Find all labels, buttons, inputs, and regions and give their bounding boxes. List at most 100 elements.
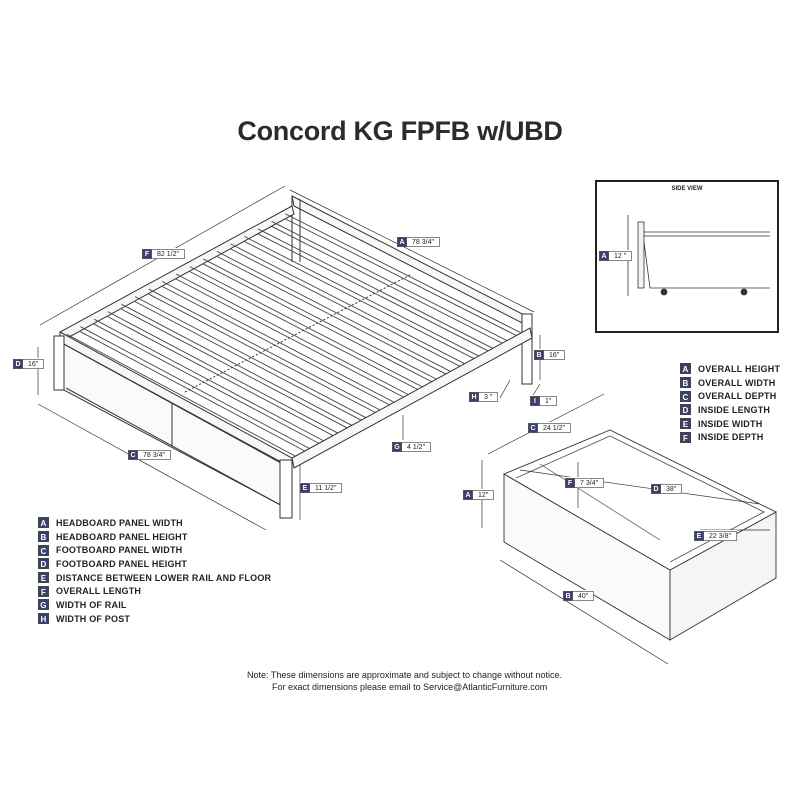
dim-value: 12" [473, 489, 495, 500]
dim-value: 16" [23, 358, 45, 369]
dim-value: 82 1/2" [152, 248, 185, 259]
dim-value: 78 3/4" [138, 449, 171, 460]
legend-letter: C [680, 390, 691, 402]
dim-letter: F [565, 477, 575, 488]
bed-slat-edge [257, 228, 496, 350]
legend-letter: C [38, 544, 49, 556]
bed-slat-edge [189, 271, 426, 394]
dim-letter: D [13, 358, 23, 369]
bed-slat-edge [271, 225, 510, 348]
bed-slat-edge [175, 273, 412, 397]
dim-letter: H [469, 391, 479, 402]
dim-value: 1" [540, 395, 558, 406]
bed-slat-edge [162, 286, 398, 410]
legend-letter: B [38, 531, 49, 543]
bed-slat-edge [162, 281, 398, 405]
dim-letter: B [534, 349, 544, 360]
dim-value: 78 3/4" [407, 236, 440, 247]
legend-label: OVERALL WIDTH [698, 377, 776, 388]
dim-value: 38" [661, 483, 683, 494]
dim-label-post-width: H 3 " [469, 391, 499, 402]
bed-slat-edge [134, 296, 370, 420]
legend-label: OVERALL LENGTH [56, 586, 142, 597]
dim-letter: C [528, 422, 538, 433]
legend-label: WIDTH OF POST [56, 613, 131, 624]
note-line-2: For exact dimensions please email to Ser… [272, 682, 548, 692]
dim-label-headboard-height: B 16" [534, 349, 566, 360]
dim-letter: B [563, 590, 573, 601]
headboard-post-right-box [521, 313, 533, 385]
legend-letter: D [680, 404, 691, 416]
dim-letter: C [128, 449, 138, 460]
drawer-label-inside-depth: F 7 3/4" [565, 477, 605, 488]
dim-label-overall-length: F 82 1/2" [142, 248, 185, 259]
bed-slat-edge [121, 308, 356, 433]
bed-slat-edge [216, 256, 454, 379]
dim-label-headboard-width: A 78 3/4" [397, 236, 440, 247]
dim-letter: E [694, 530, 704, 541]
dim-label-rail-width: G 4 1/2" [392, 441, 432, 452]
bed-slat-edge [284, 218, 524, 340]
foot-post-right [279, 459, 293, 519]
legend-label: INSIDE WIDTH [698, 418, 763, 429]
dim-value: 11 1/2" [310, 482, 343, 493]
legend-letter: H [38, 613, 49, 625]
bed-slat-edge [107, 311, 342, 436]
footboard-lower-line [65, 387, 287, 509]
drawer-label-inside-length: D 38" [651, 483, 683, 494]
legend-letter: A [680, 363, 691, 375]
bed-frame-drawing [53, 195, 533, 519]
disclaimer-note: Note: These dimensions are approximate a… [247, 669, 562, 693]
bed-slat-edge [80, 331, 314, 456]
dim-value: 22 3/8" [704, 530, 737, 541]
bed-slat-edge [148, 293, 384, 417]
bed-slat-edge [203, 263, 440, 386]
side-view-height-label: A 12 " [599, 250, 633, 261]
legend-label: INSIDE DEPTH [698, 432, 764, 443]
legend-letter: E [38, 572, 49, 584]
dim-letter: F [142, 248, 152, 259]
bed-slat-edge [230, 243, 468, 366]
bed-slat-edge [257, 233, 496, 355]
bed-slat-edge [189, 266, 426, 389]
dim-letter: A [397, 236, 407, 247]
dim-letter: G [392, 441, 402, 452]
bed-slat-edge [93, 318, 328, 443]
legend-label: WIDTH OF RAIL [56, 599, 127, 610]
dim-value: 24 1/2" [538, 422, 571, 433]
foot-post-left [53, 335, 65, 391]
right-side-rail [291, 327, 533, 469]
bed-slat-edge [230, 248, 468, 371]
legend-item: F INSIDE DEPTH [680, 430, 780, 444]
note-line-1: Note: These dimensions are approximate a… [247, 670, 563, 680]
bed-slat-edge [121, 303, 356, 428]
bed-slat-edge [216, 251, 454, 374]
dim-label-i: I 1" [530, 395, 558, 406]
bed-slat-edge [148, 288, 384, 412]
legend-label: OVERALL DEPTH [698, 391, 777, 402]
dim-value: 40" [573, 590, 595, 601]
legend-item: C OVERALL DEPTH [680, 389, 780, 403]
legend-item: E INSIDE WIDTH [680, 417, 780, 431]
legend-letter: F [680, 431, 691, 443]
dim-letter: A [463, 489, 473, 500]
drawer-label-inside-width: E 22 3/8" [694, 530, 737, 541]
legend-label: FOOTBOARD PANEL HEIGHT [56, 558, 188, 569]
dim-value: 4 1/2" [402, 441, 432, 452]
drawer-label-width: B 40" [563, 590, 595, 601]
bed-slat-edge [203, 258, 440, 381]
legend-letter: E [680, 418, 691, 430]
legend-label: HEADBOARD PANEL WIDTH [56, 517, 183, 528]
legend-item: H WIDTH OF POST [38, 612, 271, 626]
diagram-title: Concord KG FPFB w/UBD [237, 116, 563, 146]
